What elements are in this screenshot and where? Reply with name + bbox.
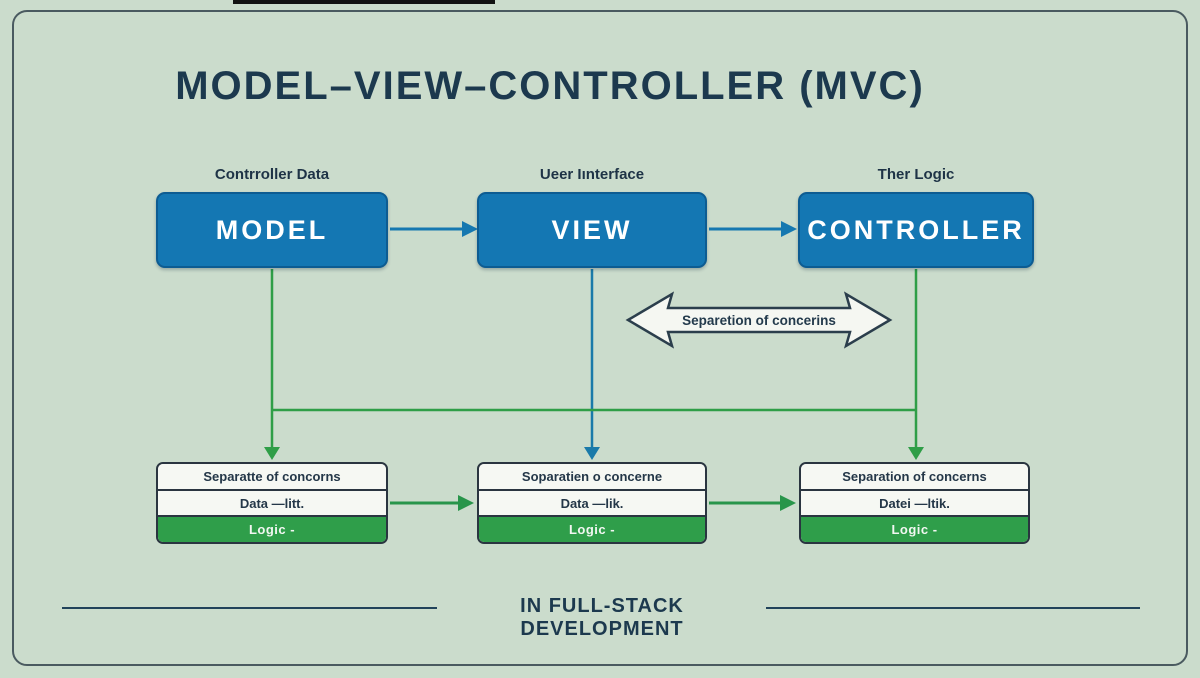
page-title: MODEL–VIEW–CONTROLLER (MVC) — [175, 64, 925, 108]
view-detail-box: Soparatien o concerne Data —lik. Logic - — [477, 462, 707, 544]
outer-frame — [12, 10, 1188, 666]
view-box: VIEW — [477, 192, 707, 268]
footer-title: IN FULL-STACK DEVELOPMENT — [520, 595, 684, 640]
separation-arrow-ribbon — [625, 291, 893, 349]
detail-row-logic: Logic - — [158, 517, 386, 542]
detail-row: Datei —ltik. — [801, 490, 1028, 518]
model-box-label: MODEL — [215, 214, 329, 245]
detail-row: Soparatien o concerne — [479, 464, 705, 491]
top-edge-mark — [233, 0, 495, 4]
footer-rule-left — [62, 607, 437, 609]
arrow-detail-2-to-3 — [709, 495, 796, 511]
detail-row: Data —litt. — [158, 490, 386, 518]
arrow-detail-1-to-2 — [390, 495, 474, 511]
detail-row: Separation of concerns — [801, 464, 1028, 491]
controller-box-label: CONTROLLER — [807, 214, 1025, 245]
model-detail-box: Separatte of concorns Data —litt. Logic … — [156, 462, 388, 544]
arrow-view-to-controller — [709, 221, 797, 237]
footer-rule-right — [766, 607, 1140, 609]
view-caption: Ueer Iınterface — [539, 166, 645, 183]
detail-row: Separatte of concorns — [158, 464, 386, 491]
view-box-label: VIEW — [551, 214, 633, 245]
arrow-model-to-view — [390, 221, 478, 237]
view-down-connector — [584, 269, 600, 460]
model-box: MODEL — [156, 192, 388, 268]
model-caption: Contrroller Data — [214, 166, 330, 183]
controller-caption: Ther Logic — [877, 166, 955, 183]
controller-down-connector — [908, 269, 924, 460]
separation-banner-label: Separetion of concerins — [682, 313, 836, 328]
detail-row: Data —lik. — [479, 490, 705, 518]
controller-detail-box: Separation of concerns Datei —ltik. Logi… — [799, 462, 1030, 544]
controller-box: CONTROLLER — [798, 192, 1034, 268]
detail-row-logic: Logic - — [479, 517, 705, 542]
detail-row-logic: Logic - — [801, 517, 1028, 542]
model-down-connector — [264, 269, 280, 460]
